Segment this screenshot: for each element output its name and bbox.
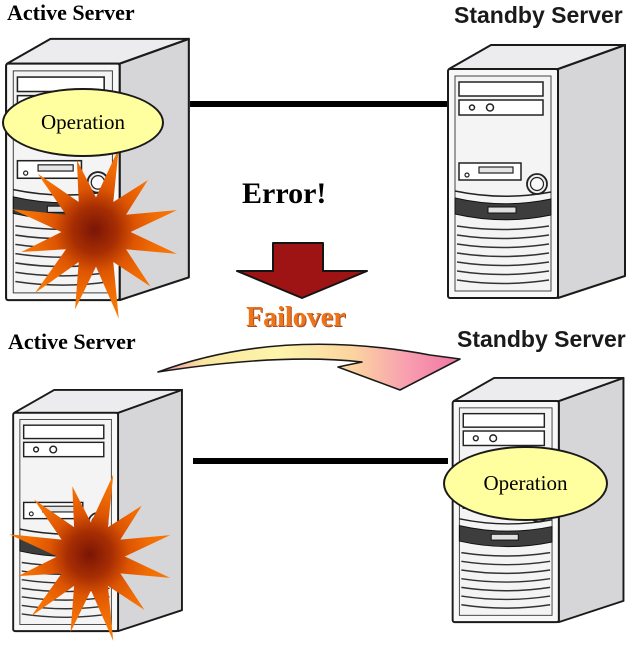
explosion-burst-icon-bottom — [2, 467, 180, 646]
explosion-burst-icon-top — [5, 141, 187, 323]
failover-label: Failover — [246, 302, 346, 333]
standby-server-label-top: Standby Server — [454, 2, 623, 28]
standby-server-icon-top — [446, 43, 630, 301]
standby-server-label-bottom: Standby Server — [457, 326, 626, 352]
operation-badge-bottom: Operation — [443, 446, 608, 521]
operation-badge-top: Operation — [2, 88, 164, 157]
connection-line-bottom — [193, 458, 448, 464]
failover-curved-arrow-icon — [157, 343, 461, 391]
active-server-label-bottom: Active Server — [8, 329, 136, 354]
down-arrow-icon — [236, 242, 368, 299]
operation-badge-label: Operation — [483, 471, 568, 495]
operation-badge-label: Operation — [41, 110, 125, 134]
connection-line-top — [190, 101, 447, 107]
active-server-label-top: Active Server — [7, 0, 135, 25]
error-label: Error! — [242, 177, 327, 210]
